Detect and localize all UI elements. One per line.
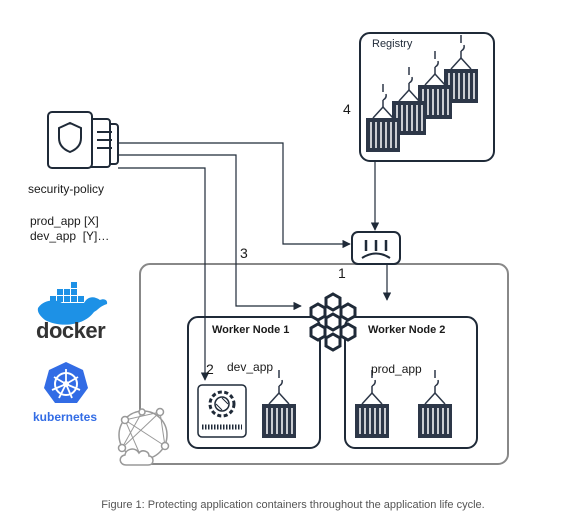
docker-whale-icon <box>37 282 108 325</box>
docker-logo-text: docker <box>36 318 106 343</box>
network-cloud-icon <box>117 407 170 466</box>
shield-document-icon <box>47 111 119 169</box>
step-4-label: 4 <box>343 101 351 117</box>
cluster-boundary <box>139 263 509 465</box>
step-3-label: 3 <box>240 245 248 261</box>
kubernetes-helm-icon <box>44 362 88 403</box>
policy-rule-dev: dev_app [Y]… <box>30 229 110 243</box>
worker-node-1-label: Worker Node 1 <box>212 324 290 336</box>
worker-node-2-label: Worker Node 2 <box>368 324 446 336</box>
policy-to-scanner-arrow <box>118 167 210 381</box>
figure-caption: Figure 1: Protecting application contain… <box>101 499 485 511</box>
registry-label: Registry <box>372 38 413 50</box>
firewall-icon <box>351 231 401 265</box>
kubernetes-logo-text: kubernetes <box>33 410 98 424</box>
gear-scanner-icon <box>197 384 247 438</box>
worker-node-2-app: prod_app <box>371 362 422 376</box>
policy-rule-prod: prod_app [X] <box>30 214 99 228</box>
policy-to-cluster-arrow <box>118 154 302 311</box>
worker-node-1-app: dev_app <box>227 360 274 374</box>
step-1-label: 1 <box>338 265 346 281</box>
hexagon-cluster-icon <box>309 292 357 352</box>
step-2-label: 2 <box>206 361 214 377</box>
policy-label: security-policy <box>28 182 105 196</box>
policy-to-firewall-arrow <box>118 142 351 249</box>
